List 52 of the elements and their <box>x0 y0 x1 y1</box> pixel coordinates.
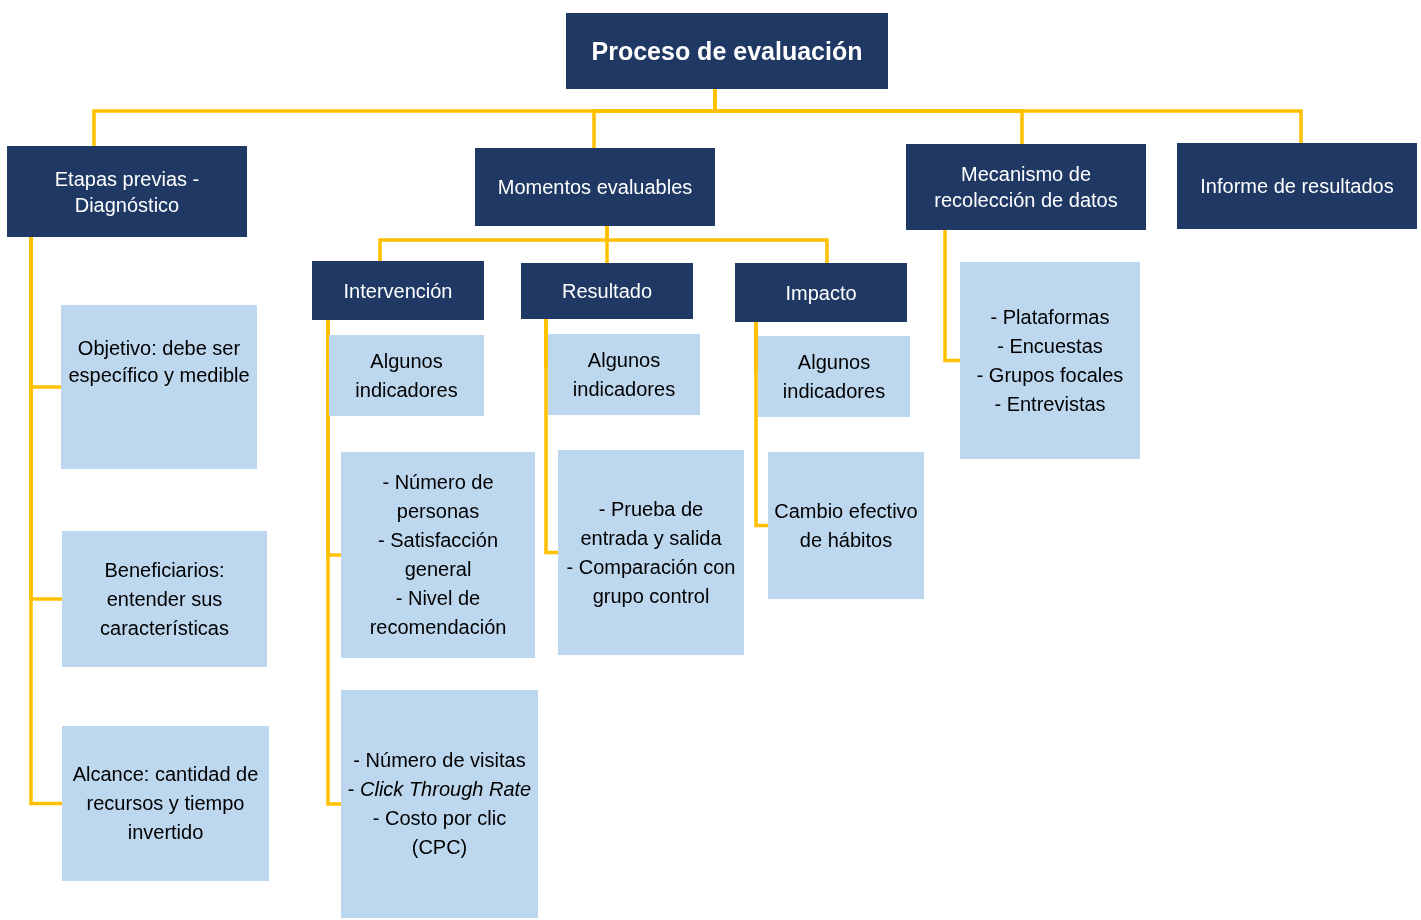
box-text: - Grupos focales <box>976 362 1124 388</box>
box-text: Alcance: cantidad de recursos y tiempo invertido <box>71 762 260 845</box>
connector-line <box>544 319 558 555</box>
connector-line <box>326 320 341 806</box>
box-text: Momentos evaluables <box>497 175 693 200</box>
header-box <box>7 146 247 237</box>
info-box <box>768 452 924 599</box>
header-box <box>312 261 484 320</box>
box-text: - Nivel de recomendación <box>368 586 508 640</box>
info-box <box>62 726 269 881</box>
box-text: Mecanismo de recolección de datos <box>933 162 1119 213</box>
header-box <box>566 13 888 89</box>
box-text: - Costo por clic (CPC) <box>371 806 508 860</box>
header-box <box>1177 143 1417 229</box>
box-text: Resultado <box>561 279 653 304</box>
box-text: Algunos indicadores <box>571 347 677 402</box>
info-box <box>62 531 267 667</box>
box-text: Intervención <box>343 278 453 304</box>
box-text: - Entrevistas <box>994 391 1106 417</box>
connector-line <box>605 226 829 263</box>
box-text: - Click Through Rate <box>347 777 532 802</box>
info-box <box>61 305 257 469</box>
info-box <box>548 334 700 415</box>
info-box <box>341 452 535 658</box>
info-box <box>341 690 538 918</box>
info-box <box>558 450 744 655</box>
box-text: - Comparación con grupo control <box>565 554 737 609</box>
box-text: - Encuestas <box>997 333 1103 359</box>
header-box <box>475 148 715 226</box>
box-text: Beneficiarios: entender sus características <box>99 557 230 641</box>
box-text: Algunos indicadores <box>781 349 887 404</box>
box-text: - Número de personas <box>381 470 495 524</box>
box-text: Etapas previas - Diagnóstico <box>53 166 201 218</box>
header-box <box>521 263 693 319</box>
box-text: - Satisfacción general <box>376 528 500 582</box>
connector-line <box>943 230 960 363</box>
box-text: Objetivo: debe ser específico y medible <box>67 336 251 388</box>
header-box <box>735 263 907 322</box>
box-text: Informe de resultados <box>1200 174 1394 199</box>
info-box <box>758 336 910 417</box>
box-text: Proceso de evaluación <box>591 38 863 64</box>
box-text: Cambio efectivo de hábitos <box>774 498 918 553</box>
connector-line <box>29 237 62 806</box>
box-text: - Prueba de entrada y salida <box>579 496 723 551</box>
header-box <box>906 144 1146 230</box>
connector-line <box>754 322 768 528</box>
box-text: - Plataformas <box>990 304 1110 330</box>
box-text: - Número de visitas <box>353 748 526 773</box>
box-text: Algunos indicadores <box>354 348 459 403</box>
info-box <box>960 262 1140 459</box>
box-text: Impacto <box>785 280 857 306</box>
info-box <box>329 335 484 416</box>
